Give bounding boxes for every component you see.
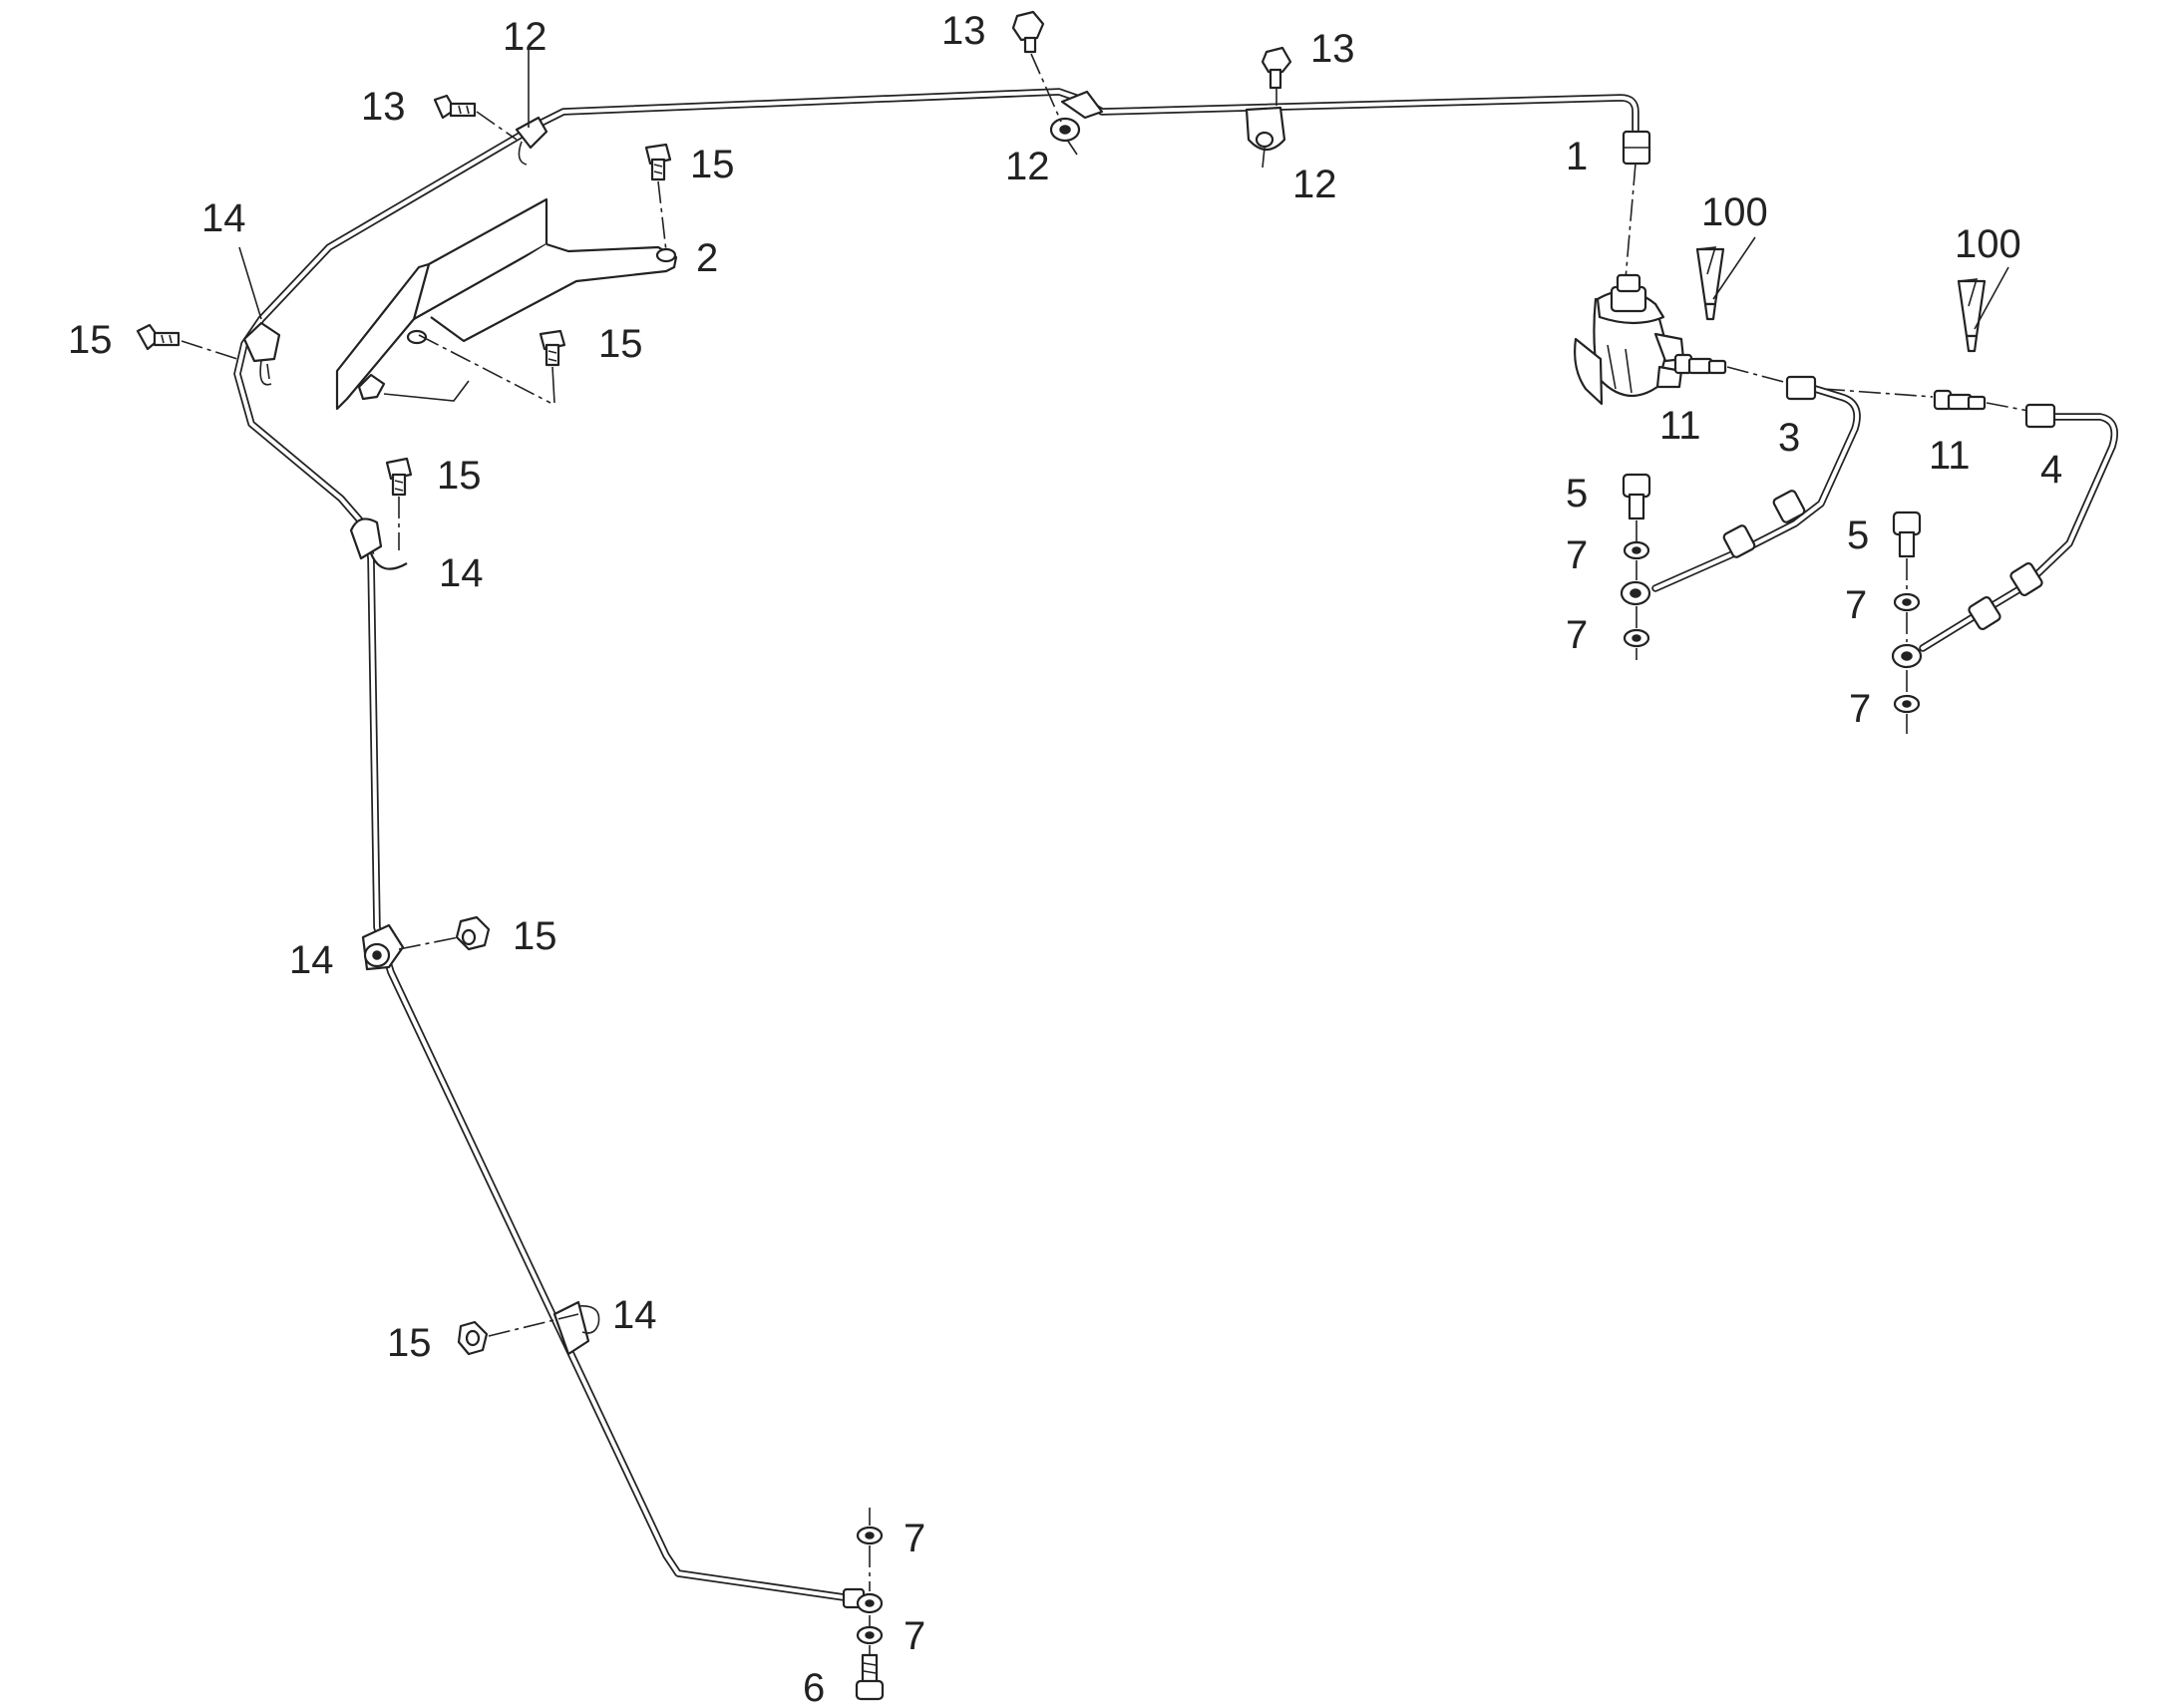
clip-14-lower [552,1300,600,1356]
callout-15-mid: 15 [513,914,557,958]
bolt-13-right [1261,46,1292,106]
callout-11-left: 11 [1659,404,1701,448]
callout-15-clip: 15 [437,454,482,498]
callout-100-right: 100 [1955,222,2021,266]
callout-15-lower: 15 [387,1321,432,1365]
clip-12-middle [1049,90,1104,143]
callout-14-mid: 14 [289,938,334,982]
callout-15-top: 15 [690,143,735,186]
clip-12-left [515,116,548,166]
washer-7-left-top [1623,540,1650,580]
clip-14-upper-left [242,321,281,386]
banjo-bolt-5-left [1622,473,1651,542]
callout-13-middle: 13 [941,9,986,53]
callout-7-bottom-bottom: 7 [904,1614,925,1658]
bracket-2 [335,197,678,411]
sealant-tube-100-right [1957,278,1987,353]
bolt-15-lower [457,1313,579,1356]
callout-5-right: 5 [1847,513,1869,557]
clip-14-mid [361,923,405,971]
clip-14-second [349,517,408,570]
callout-12-right: 12 [1292,163,1337,206]
washer-7-bottom-bottom [856,1615,884,1657]
bolt-15-left [136,323,238,360]
callout-7-left-bottom: 7 [1566,613,1588,657]
callout-12-middle: 12 [1005,145,1050,188]
callout-1: 1 [1566,135,1588,178]
brake-valve [1574,163,1685,406]
bolt-13-middle [1011,10,1062,123]
hose-3 [1620,375,1861,606]
bolt-13-left [433,94,518,141]
callout-7-bottom-top: 7 [904,1517,925,1560]
fitting-11-left [1673,353,1796,386]
callout-11-right: 11 [1929,434,1971,478]
callout-100-left: 100 [1701,190,1768,234]
callout-leaders [238,50,2009,330]
banjo-bolt-5-right [1892,511,1922,592]
callout-12-left: 12 [503,15,547,59]
sealant-tube-100-left [1695,246,1725,321]
callout-2: 2 [696,236,718,280]
bolt-15-bracket [418,329,566,404]
washer-7-right-bottom [1893,670,1921,734]
callout-6: 6 [803,1666,825,1708]
bolt-15-top [644,143,672,252]
callout-14-upper-left: 14 [201,196,246,240]
bolt-15-mid [398,915,491,951]
callout-7-left-top: 7 [1566,533,1588,577]
callout-labels: 1 2 3 4 5 5 6 7 7 7 7 7 7 11 11 12 12 12… [68,9,2062,1708]
callout-3: 3 [1778,416,1800,460]
fitting-11-right [1822,388,2029,412]
callout-14-lower: 14 [612,1293,657,1337]
callout-5-left: 5 [1566,472,1588,515]
brake-line-main [233,88,1639,1603]
callout-7-right-top: 7 [1845,583,1867,627]
washer-7-left-bottom [1623,606,1650,660]
callout-7-right-bottom: 7 [1849,687,1871,731]
washer-7-right-top [1893,592,1921,642]
line-1-fitting [1622,130,1651,166]
callout-4: 4 [2040,448,2062,492]
callout-15-left: 15 [68,318,113,362]
callout-14-second: 14 [439,551,484,595]
line-1-bottom-banjo [842,1587,884,1614]
callout-13-right: 13 [1310,27,1355,71]
banjo-bolt-6 [855,1653,885,1701]
callout-13-left: 13 [361,85,406,129]
bolt-15-clip [385,457,413,550]
clip-12-right [1245,106,1286,152]
hose-4 [1891,403,2118,669]
washer-7-bottom-top [856,1508,884,1591]
callout-15-bracket: 15 [598,322,643,366]
